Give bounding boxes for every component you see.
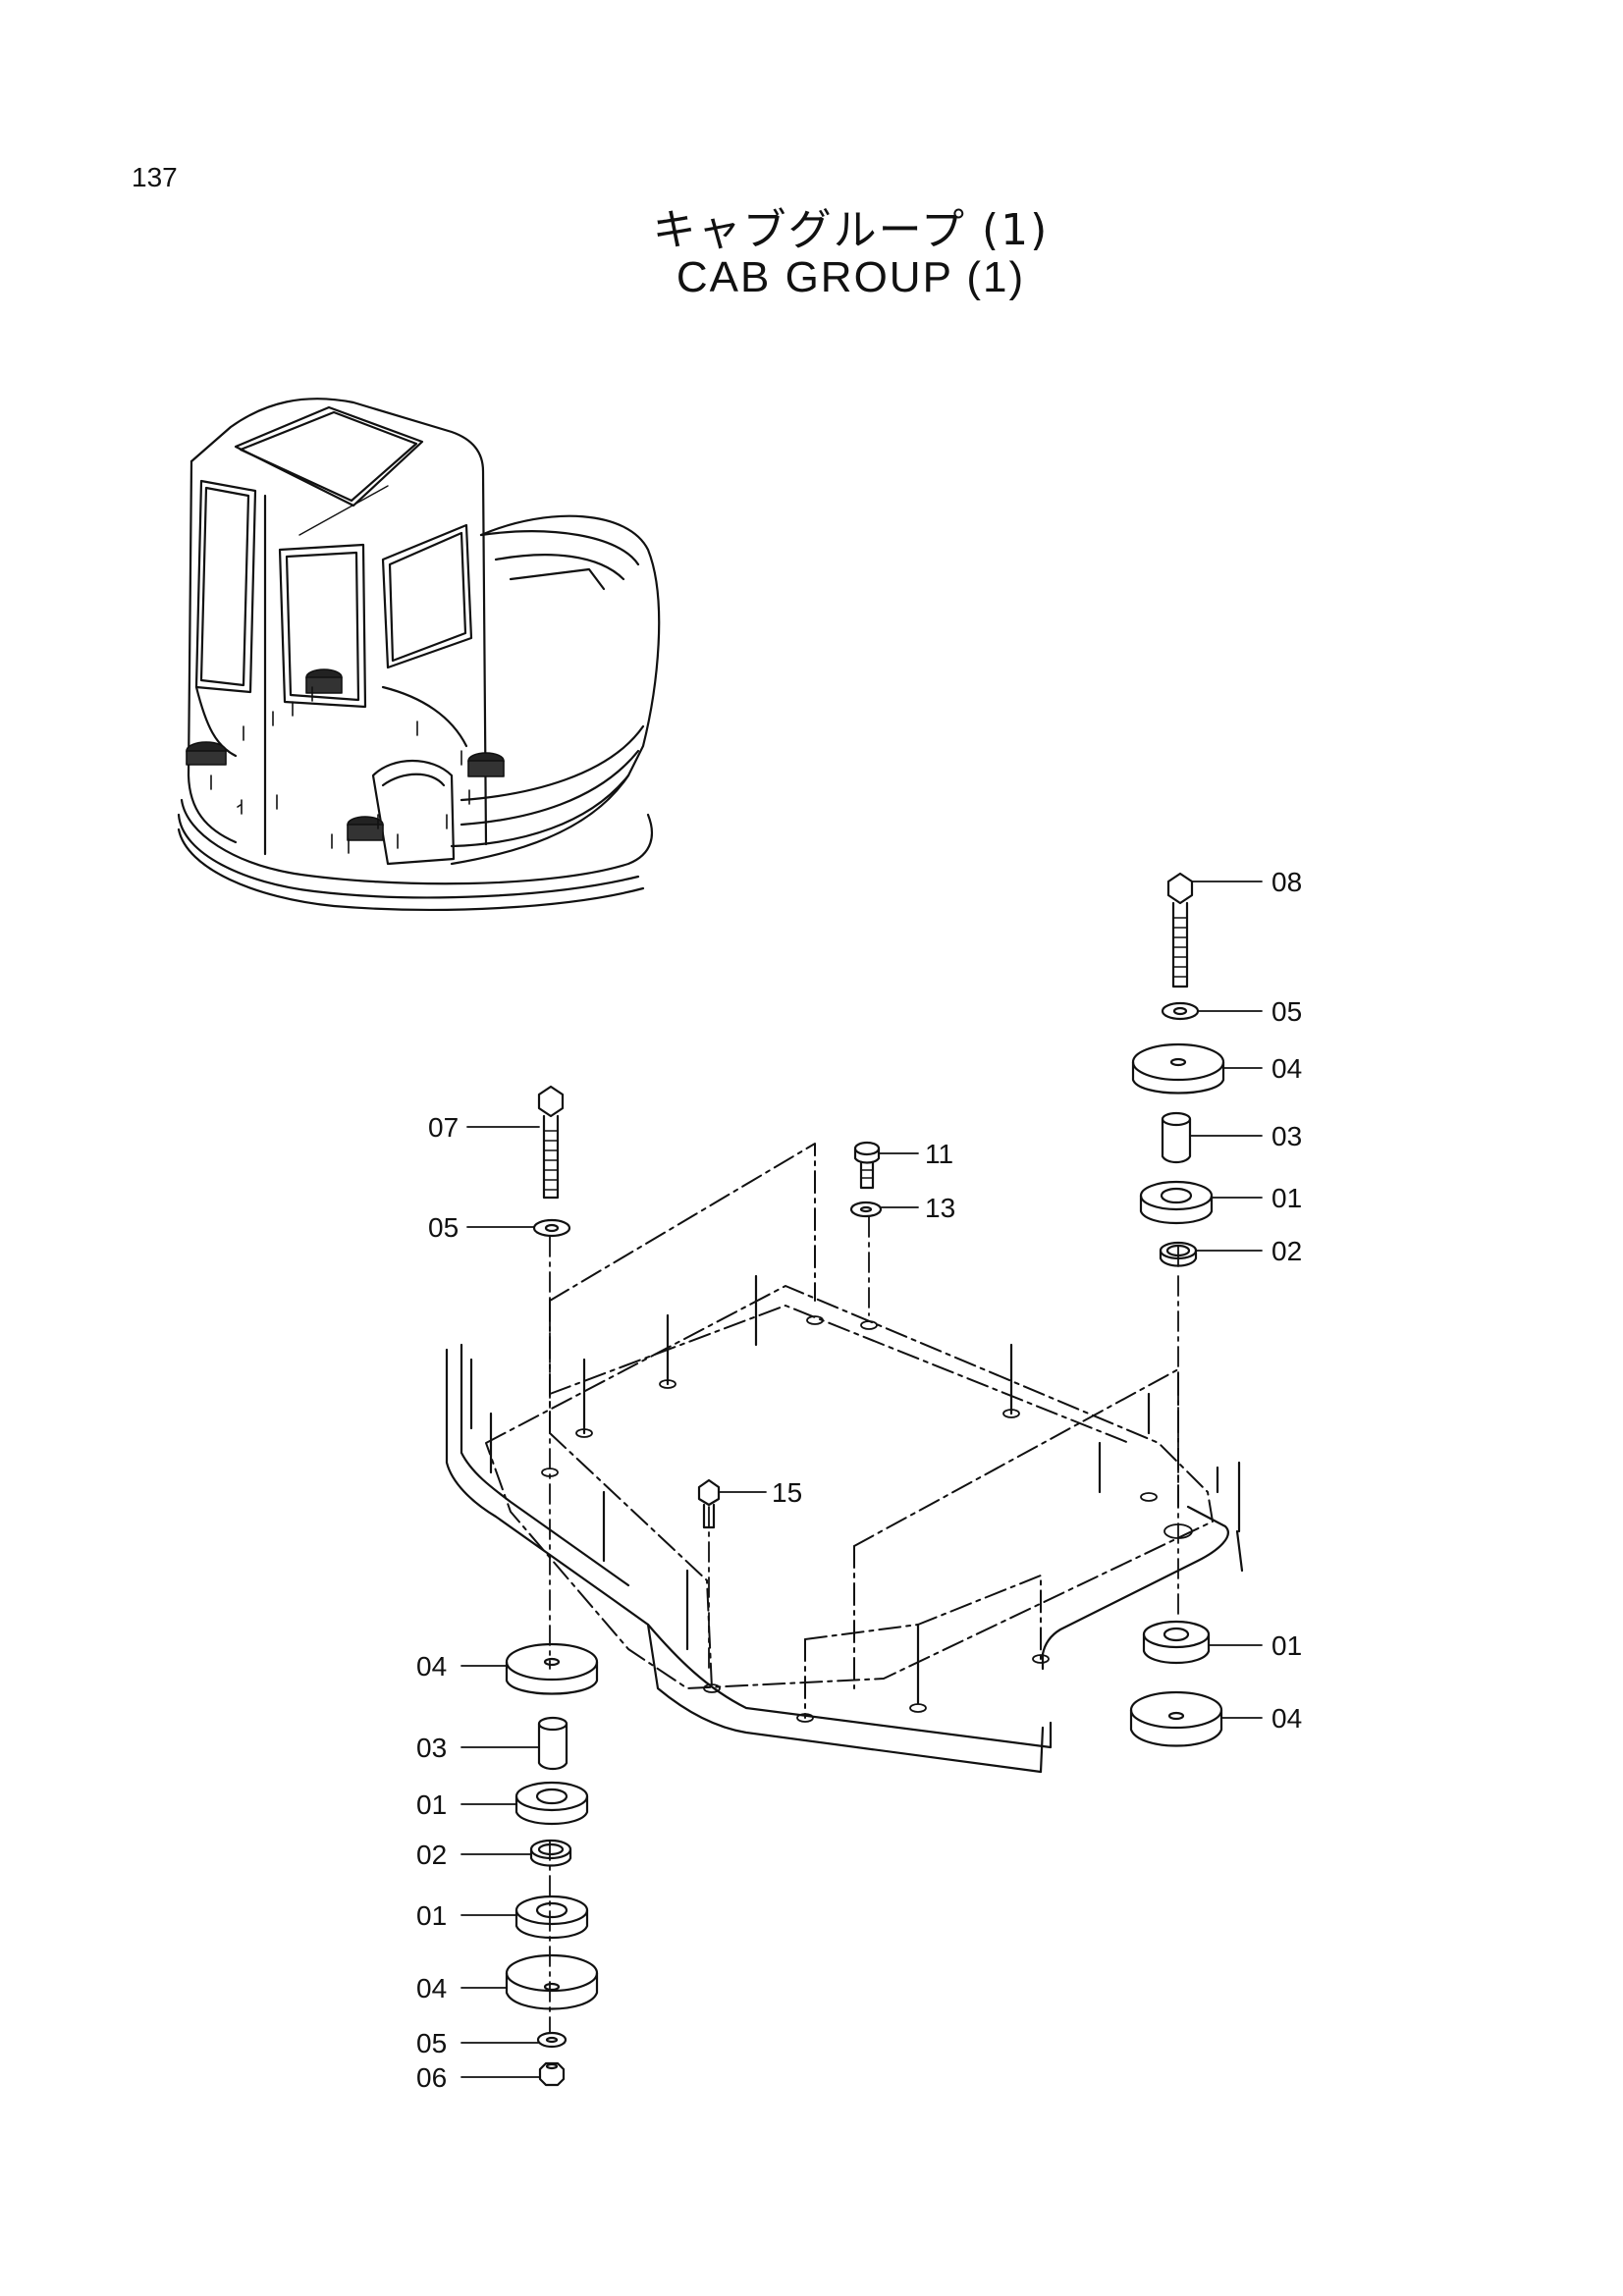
callout-03-right: 03 xyxy=(1271,1121,1302,1151)
callout-01-left-a: 01 xyxy=(416,1789,447,1820)
callout-01-left-b: 01 xyxy=(416,1900,447,1931)
overview-bolt-markers xyxy=(210,485,470,854)
top-center-bolt-stack xyxy=(849,1141,883,1218)
callout-11: 11 xyxy=(925,1139,953,1169)
callout-02-left: 02 xyxy=(416,1840,447,1870)
right-mount-stack xyxy=(1129,872,1225,1747)
left-bottom-mount-stack xyxy=(505,1642,599,2087)
callout-02-right: 02 xyxy=(1271,1236,1302,1266)
left-top-bolt-stack xyxy=(532,1085,571,1238)
callout-07: 07 xyxy=(428,1112,459,1143)
callout-05-left-bottom: 05 xyxy=(416,2028,447,2058)
title-japanese: キャブグループ (1) xyxy=(652,205,1050,255)
cab-floor-frame xyxy=(445,1143,1244,1774)
callout-15: 15 xyxy=(772,1477,802,1508)
callout-05-left-top: 05 xyxy=(428,1212,459,1243)
callout-04-left-a: 04 xyxy=(416,1651,447,1682)
cab-mount-rubber-markers xyxy=(186,668,505,841)
callout-04-right-bottom: 04 xyxy=(1271,1703,1302,1734)
callout-04-right-top: 04 xyxy=(1271,1053,1302,1084)
title-english: CAB GROUP (1) xyxy=(676,253,1026,301)
callout-01-right-top: 01 xyxy=(1271,1183,1302,1213)
frame-holes xyxy=(541,1315,1193,1723)
excavator-overview-illustration xyxy=(177,398,661,911)
assembly-axis-lines xyxy=(549,1216,1179,2033)
callout-08: 08 xyxy=(1271,867,1302,897)
callout-labels: 08 05 04 03 01 02 11 13 07 05 15 01 04 0… xyxy=(416,867,1302,2093)
callout-01-right-bottom: 01 xyxy=(1271,1630,1302,1661)
callout-04-left-b: 04 xyxy=(416,1973,447,2003)
callout-13: 13 xyxy=(925,1193,955,1223)
page-number: 137 xyxy=(132,162,178,192)
callout-06: 06 xyxy=(416,2062,447,2093)
callout-05-right: 05 xyxy=(1271,996,1302,1027)
center-bolt xyxy=(697,1478,721,1529)
callout-leader-lines xyxy=(460,881,1263,2078)
callout-03-left: 03 xyxy=(416,1733,447,1763)
